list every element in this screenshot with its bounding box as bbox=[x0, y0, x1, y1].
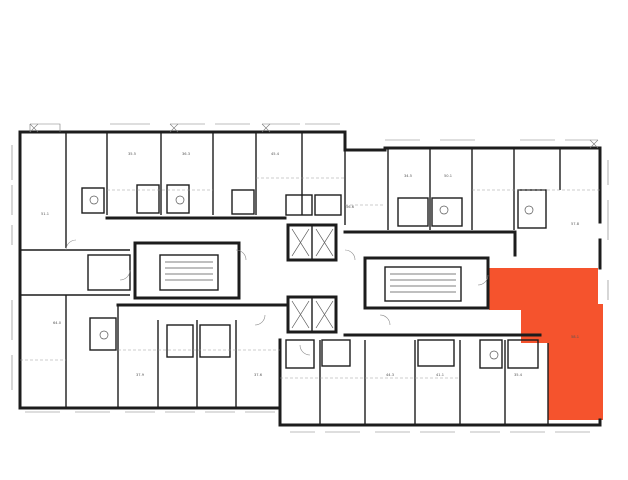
area-label-u4: 45.4 bbox=[271, 152, 280, 156]
area-label-u8: 57.8 bbox=[571, 222, 580, 226]
exterior-walls bbox=[18, 130, 602, 427]
area-label-u14: 35.4 bbox=[514, 373, 523, 377]
area-label-u2: 35.5 bbox=[128, 152, 136, 156]
highlighted-apartment[interactable] bbox=[489, 268, 603, 420]
area-label-u12: 44.3 bbox=[386, 373, 394, 377]
area-label-u3: 36.3 bbox=[182, 152, 190, 156]
area-label-u10: 37.9 bbox=[136, 373, 145, 377]
area-label-u5: 56.6 bbox=[346, 205, 355, 209]
interior-walls bbox=[20, 132, 600, 425]
area-label-u6: 34.5 bbox=[404, 174, 412, 178]
area-label-u13: 41.1 bbox=[436, 373, 444, 377]
area-label-u1: 51.1 bbox=[41, 212, 49, 216]
area-label-u11: 37.6 bbox=[254, 373, 263, 377]
area-label-u9: 64.0 bbox=[53, 321, 62, 325]
area-labels: 51.1 35.5 36.3 45.4 56.6 34.5 50.1 57.8 … bbox=[41, 152, 580, 377]
area-label-u7: 50.1 bbox=[444, 174, 452, 178]
area-label-u15: 58.1 bbox=[571, 335, 579, 339]
balconies bbox=[11, 123, 609, 433]
